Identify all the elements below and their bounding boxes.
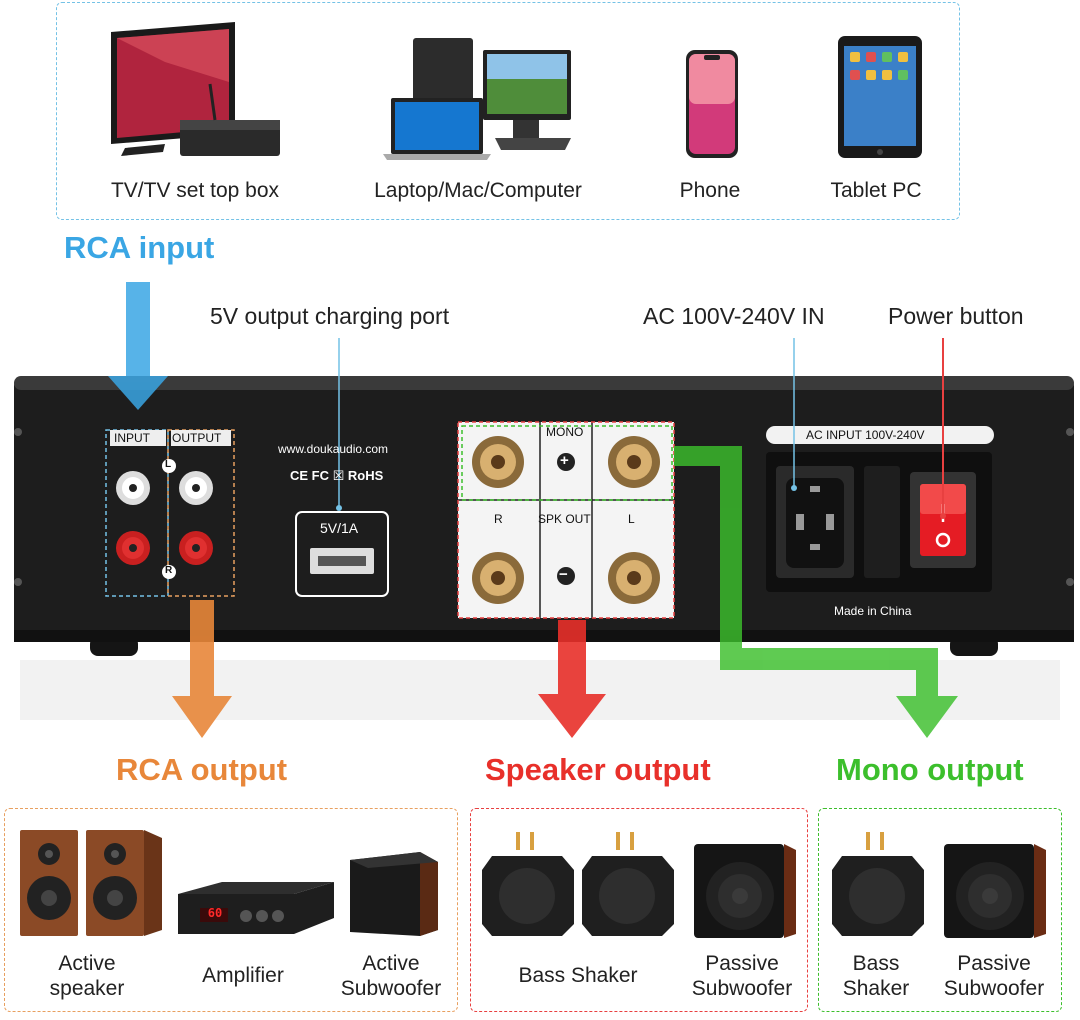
power-button-callout: Power button <box>888 303 1024 329</box>
ac-in-callout: AC 100V-240V IN <box>643 303 825 329</box>
charging-port-callout: 5V output charging port <box>210 303 450 329</box>
mono-label: MONO <box>546 425 584 439</box>
input-label: INPUT <box>114 431 150 445</box>
active-subwoofer-icon <box>346 848 442 938</box>
spk-out-label: SPK OUT <box>538 512 591 526</box>
source-label-phone: Phone <box>679 179 741 202</box>
mono-bass-shaker-icon <box>830 828 930 938</box>
mono-passive-subwoofer-icon <box>940 840 1050 940</box>
channel-r-label: R <box>165 565 173 576</box>
amplifier-display-readout: 60 <box>207 906 223 920</box>
made-in-label: Made in China <box>834 604 912 618</box>
tablet-icon <box>838 36 924 160</box>
plus-terminal-label: + <box>560 452 569 469</box>
usb-rating-label: 5V/1A <box>320 520 359 536</box>
rca-output-title: RCA output <box>116 752 288 787</box>
label-passive-subwoofer: Passive Subwoofer <box>691 952 793 1000</box>
rca-input-arrow <box>108 282 168 410</box>
bass-shaker-icon <box>480 828 680 938</box>
label-mono-passive-subwoofer: Passive Subwoofer <box>943 952 1045 1000</box>
computer-icon <box>383 38 573 160</box>
minus-terminal-label: − <box>559 566 568 583</box>
speaker-output-box <box>470 808 808 1012</box>
source-devices-box <box>56 2 960 220</box>
certification-marks: CE FC ☒ RoHS <box>290 468 384 483</box>
ac-input-label: AC INPUT 100V-240V <box>806 428 925 442</box>
amplifier-icon <box>176 880 336 936</box>
speaker-output-arrow <box>538 620 606 738</box>
rca-jacks <box>116 459 213 579</box>
label-amplifier: Amplifier <box>202 964 284 987</box>
rca-output-box <box>4 808 458 1012</box>
binding-posts <box>472 436 660 604</box>
website-label: www.doukaudio.com <box>278 442 389 456</box>
speaker-output-title: Speaker output <box>485 752 711 787</box>
output-label: OUTPUT <box>172 431 222 445</box>
mono-output-arrow <box>674 446 958 738</box>
left-channel-label: L <box>628 512 635 526</box>
source-label-tv: TV/TV set top box <box>110 179 280 202</box>
active-speaker-icon <box>16 826 166 938</box>
label-bass-shaker: Bass Shaker <box>518 964 638 987</box>
source-label-tablet: Tablet PC <box>830 179 922 202</box>
passive-subwoofer-icon <box>690 840 800 940</box>
label-active-speaker: Active speaker <box>49 952 125 1000</box>
label-active-subwoofer: Active Subwoofer <box>340 952 442 1000</box>
phone-icon <box>684 50 740 160</box>
channel-l-label: L <box>165 459 172 470</box>
rca-input-title: RCA input <box>64 230 215 265</box>
right-channel-label: R <box>494 512 503 526</box>
tv-icon <box>105 22 285 162</box>
label-mono-bass-shaker: Bass Shaker <box>842 952 910 1000</box>
rca-output-arrow <box>172 600 232 738</box>
source-label-computer: Laptop/Mac/Computer <box>374 179 582 202</box>
mono-output-title: Mono output <box>836 752 1024 787</box>
mono-output-box <box>818 808 1062 1012</box>
